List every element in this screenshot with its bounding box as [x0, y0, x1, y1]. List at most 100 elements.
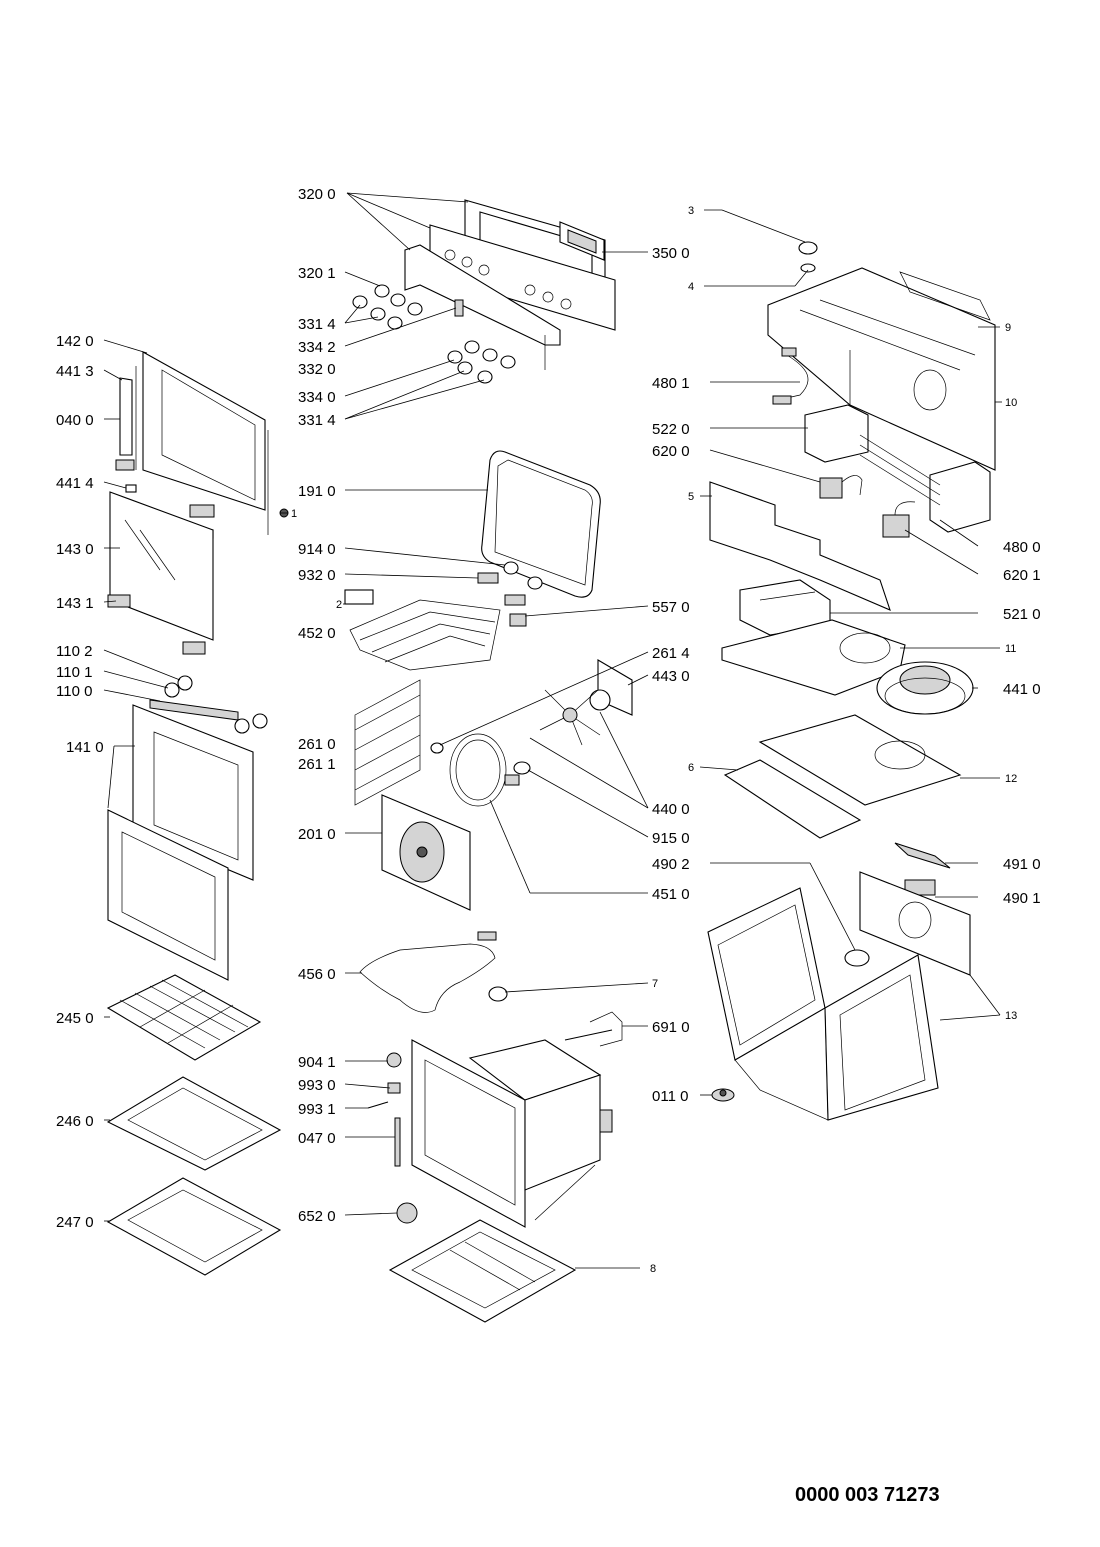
bottom-cover: [723, 714, 962, 839]
label-480-1: 480 1: [652, 375, 690, 392]
label-110-2: 110 2: [56, 643, 92, 660]
ref-13: 13: [1005, 1010, 1017, 1022]
label-915-0: 915 0: [652, 830, 690, 847]
baking-tray: [106, 1076, 282, 1171]
label-331-4-top: 331 4: [298, 316, 336, 333]
document-code: 0000 003 71273: [795, 1484, 940, 1506]
lower-heater: [359, 931, 497, 1013]
electronic-module: [804, 404, 991, 533]
oven-door-outer: [115, 351, 289, 539]
part-drawings: [106, 199, 996, 1323]
adjustable-foot: [711, 1088, 735, 1102]
label-932-0: 932 0: [298, 567, 336, 584]
fan-motor-assembly: [513, 659, 633, 775]
ref-1: 1: [291, 508, 297, 520]
label-491-0: 491 0: [1003, 856, 1041, 873]
label-261-0: 261 0: [298, 736, 336, 753]
ref-9: 9: [1005, 322, 1011, 334]
label-490-1: 490 1: [1003, 890, 1041, 907]
label-620-0: 620 0: [652, 443, 690, 460]
label-143-0: 143 0: [56, 541, 94, 558]
small-fittings: [367, 1052, 418, 1224]
outer-casing: [707, 887, 939, 1121]
label-191-0: 191 0: [298, 483, 336, 500]
door-gasket: [481, 450, 601, 598]
label-261-4: 261 4: [652, 645, 690, 662]
door-glass-inner: [107, 491, 214, 655]
label-334-0: 334 0: [298, 389, 336, 406]
label-320-1: 320 1: [298, 265, 336, 282]
wire-harness: [772, 347, 809, 405]
reference-numbers: 1 2 3 4 5 6 7 8 9 10 11 12 13: [291, 205, 1017, 1275]
label-557-0: 557 0: [652, 599, 690, 616]
label-331-4-bottom: 331 4: [298, 412, 336, 429]
control-panel-frame: [404, 199, 616, 370]
control-knobs-top: [352, 284, 464, 330]
label-490-2: 490 2: [652, 856, 690, 873]
label-320-0: 320 0: [298, 186, 336, 203]
label-011-0: 011 0: [652, 1088, 688, 1105]
outer-door-glass: [107, 704, 254, 981]
label-691-0: 691 0: [652, 1019, 690, 1036]
label-334-2: 334 2: [298, 339, 336, 356]
label-201-0: 201 0: [298, 826, 336, 843]
door-hinge-parts: [149, 675, 268, 734]
label-246-0: 246 0: [56, 1113, 94, 1130]
cooling-fan: [876, 661, 974, 715]
label-451-0: 451 0: [652, 886, 690, 903]
label-047-0: 047 0: [298, 1130, 336, 1147]
lamp-and-bracket: [488, 986, 623, 1047]
label-441-3: 441 3: [56, 363, 94, 380]
mounting-bracket: [709, 481, 891, 611]
ref-11: 11: [1005, 643, 1016, 655]
grill-bushings: [477, 561, 543, 606]
terminal-block: [844, 842, 951, 967]
display-module: [559, 221, 605, 261]
label-440-0: 440 0: [652, 801, 690, 818]
part-number-labels: 320 0 350 0 320 1 331 4 334 2 332 0 334 …: [56, 186, 1041, 1231]
label-040-0: 040 0: [56, 412, 94, 429]
label-522-0: 522 0: [652, 421, 690, 438]
label-350-0: 350 0: [652, 245, 690, 262]
label-993-0: 993 0: [298, 1077, 336, 1094]
circular-heater: [449, 733, 520, 807]
control-knobs-bottom: [447, 340, 516, 384]
ref-7: 7: [652, 978, 658, 990]
ref-2: 2: [336, 599, 342, 611]
label-110-1: 110 1: [56, 664, 92, 681]
label-521-0: 521 0: [1003, 606, 1041, 623]
label-332-0: 332 0: [298, 361, 336, 378]
ref-10: 10: [1005, 397, 1017, 409]
top-cover: [767, 267, 996, 471]
label-245-0: 245 0: [56, 1010, 94, 1027]
label-441-4: 441 4: [56, 475, 94, 492]
top-vent-parts: [798, 241, 818, 273]
leader-lines: [103, 192, 1002, 1269]
fan-housing-frame: [739, 579, 831, 636]
label-143-1: 143 1: [56, 595, 94, 612]
label-652-0: 652 0: [298, 1208, 336, 1225]
ref-6: 6: [688, 762, 694, 774]
oven-cavity: [411, 1039, 613, 1228]
label-452-0: 452 0: [298, 625, 336, 642]
oven-base-plate: [388, 1219, 577, 1323]
label-914-0: 914 0: [298, 541, 336, 558]
label-441-0: 441 0: [1003, 681, 1041, 698]
deep-tray: [106, 1177, 282, 1276]
label-620-1: 620 1: [1003, 567, 1041, 584]
label-904-1: 904 1: [298, 1054, 336, 1071]
label-443-0: 443 0: [652, 668, 690, 685]
ref-4: 4: [688, 281, 694, 293]
ref-8: 8: [650, 1263, 656, 1275]
wire-shelf: [106, 974, 262, 1061]
ref-5: 5: [688, 491, 694, 503]
label-142-0: 142 0: [56, 333, 94, 350]
ref-12: 12: [1005, 773, 1017, 785]
label-261-1: 261 1: [298, 756, 336, 773]
oven-back-panel: [381, 794, 471, 911]
label-110-0: 110 0: [56, 683, 92, 700]
label-480-0: 480 0: [1003, 539, 1041, 556]
label-247-0: 247 0: [56, 1214, 94, 1231]
